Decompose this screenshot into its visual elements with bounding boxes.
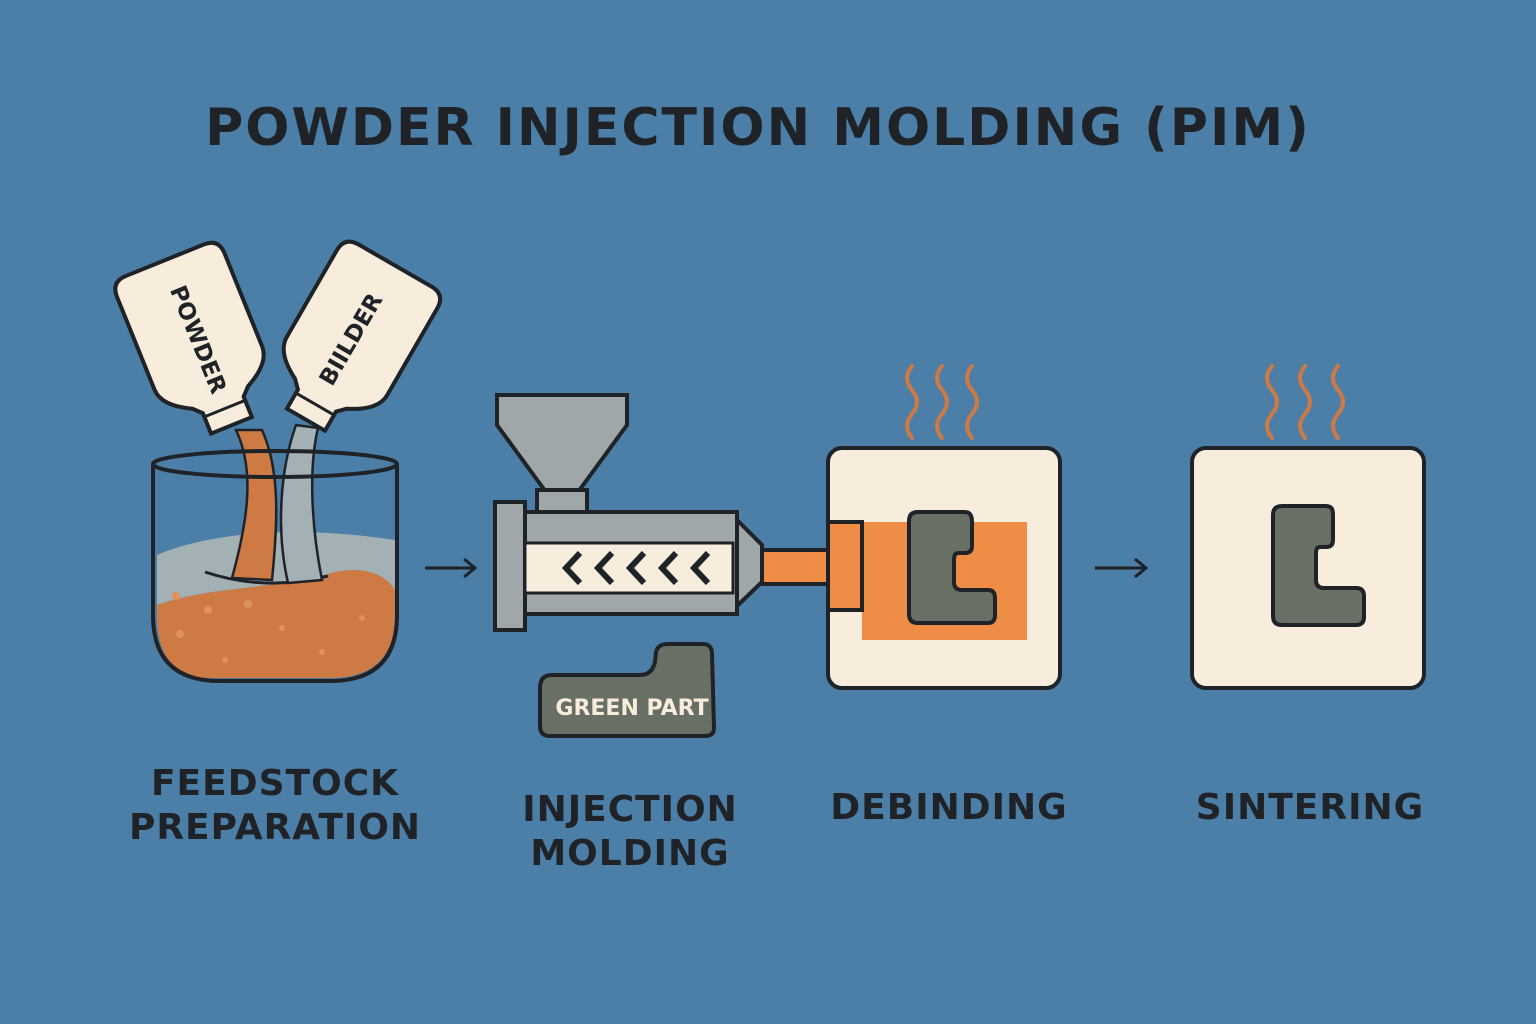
green-part-label: GREEN PART [555,696,708,721]
page-title: POWDER INJECTION MOLDING (PIM) [205,98,1311,158]
step-label-feedstock: FEEDSTOCK PREPARATION [120,762,430,850]
step-label-line: PREPARATION [128,807,422,848]
step-label-debinding: DEBINDING [814,786,1084,830]
sintering-furnace [1190,446,1426,690]
step-label-line: DEBINDING [830,787,1068,828]
powder-stream [230,428,278,582]
feedstock-beaker [151,423,399,683]
step-label-line: SINTERING [1195,787,1425,828]
step-label-injection: INJECTION MOLDING [490,788,770,876]
arrow-icon [1095,557,1149,579]
binder-bottle: BIILDER [281,239,443,434]
debinding-part [907,510,997,625]
step-label-line: INJECTION [522,789,738,830]
step-label-line: FEEDSTOCK [150,763,400,804]
green-part: GREEN PART [538,642,717,738]
binder-layer [157,532,395,605]
powder-bottle: POWDER [113,240,266,437]
debinding-oven [826,446,1062,690]
binder-stream [279,423,324,585]
step-label-line: MOLDING [530,833,730,874]
heat-waves-icon [1265,364,1345,440]
injection-machine [493,393,834,632]
powder-layer [157,570,395,678]
arrow-icon [425,557,478,579]
step-label-sintering: SINTERING [1180,786,1440,830]
screw-flights [561,550,711,586]
powder-speckles [172,592,365,663]
heat-waves-icon [905,364,979,440]
sintered-part [1271,504,1366,627]
